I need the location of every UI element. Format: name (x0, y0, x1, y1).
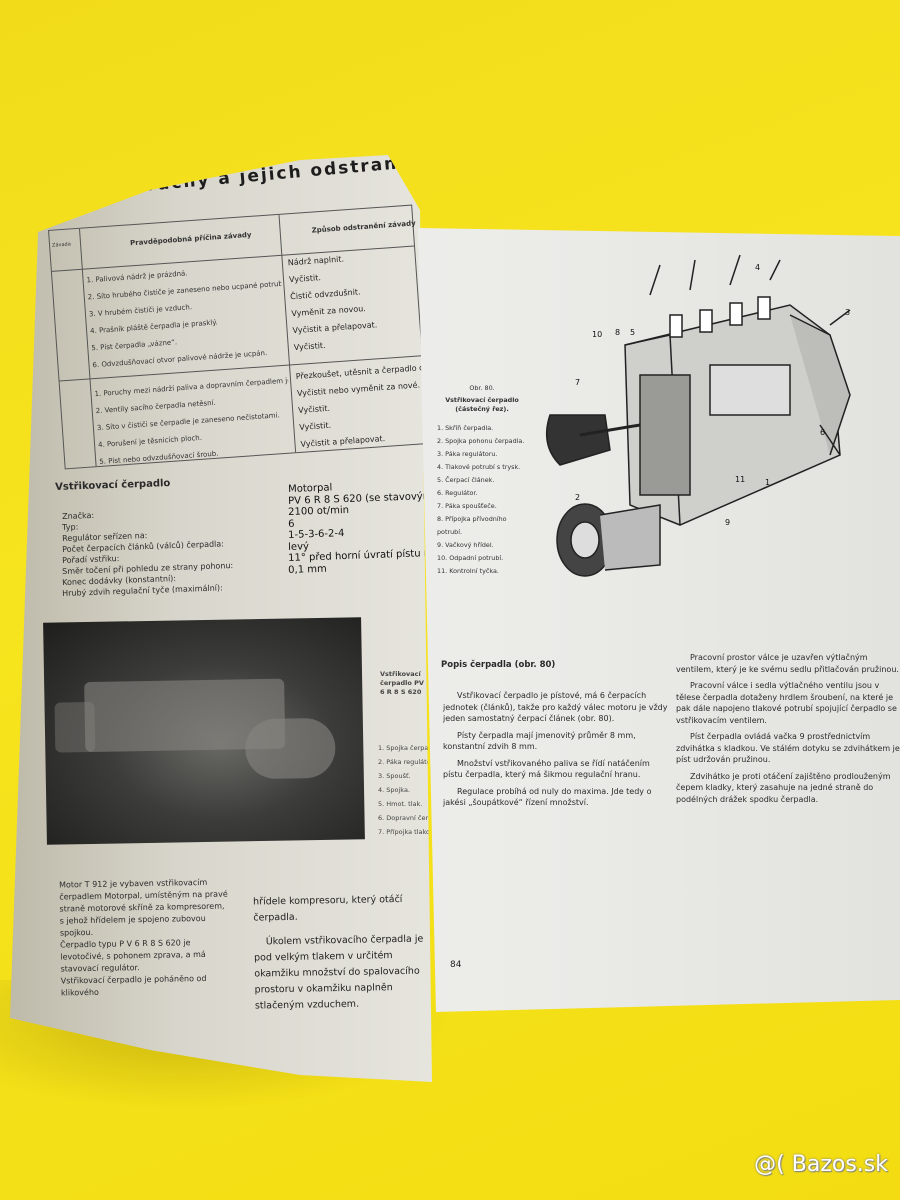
table-header: Závada (51, 241, 72, 249)
table-cell-remedy: Vyčistit a přelapovat. (300, 433, 386, 449)
table-cell-remedy: Čistič odvzdušnit. (289, 287, 361, 302)
callout-label: 6 (820, 428, 825, 437)
table-cell-remedy: Nádrž naplnit. (287, 254, 345, 268)
paragraph: Úkolem vstřikovacího čerpadla je pod vel… (253, 933, 424, 1012)
table-cell-remedy: Vyměnit za novou. (291, 304, 367, 319)
legend-item: 11. Kontrolní tyčka. (437, 567, 499, 575)
table-cell-remedy: Vyčistit. (288, 273, 322, 285)
spec-value: 6 (288, 518, 295, 530)
pump-diagram: 1 2 3 4 5 6 7 8 9 10 11 (545, 255, 851, 577)
callout-label: 3 (845, 308, 850, 317)
column-2: Pracovní prostor válce je uzavřen výtlač… (676, 652, 900, 810)
section-heading: Vstřikovací čerpadlo (55, 477, 171, 493)
callout-label: 5 (630, 328, 635, 337)
pump-photo (43, 617, 365, 845)
table-header: Pravděpodobná příčina závady (129, 230, 252, 248)
spec-value: levý (288, 540, 310, 553)
paragraph: Písty čerpadla mají jmenovitý průměr 8 m… (443, 730, 636, 752)
photo-caption-item: 5. Hmot. tlak. (378, 800, 423, 808)
legend-item: 3. Páka regulátoru. (437, 450, 498, 458)
photo-caption-item: 4. Spojka. (378, 786, 411, 794)
spec-label: Pořadí vstřiku: (62, 554, 120, 565)
spec-value: 0,1 mm (288, 563, 327, 576)
legend-item: 1. Skříň čerpadla. (437, 424, 494, 432)
callout-label: 4 (755, 263, 760, 272)
spec-value: 2100 ot/min (288, 504, 350, 518)
photo-caption-item: 3. Spoušť. (378, 772, 411, 780)
legend-item: 9. Vačkový hřídel. (437, 541, 494, 549)
body-text: Motor T 912 je vybaven vstřikovacím čerp… (59, 877, 231, 1000)
watermark: @( Bazos.sk (754, 1152, 888, 1177)
column-1: Vstřikovací čerpadlo je pístové, má 6 če… (443, 690, 668, 814)
paragraph: Vstřikovací čerpadlo je pístové, má 6 če… (443, 691, 668, 723)
table-cell-remedy: Vyčistit. (299, 420, 332, 432)
legend-item: 5. Čerpací článek. (437, 476, 495, 484)
figure-legend: Obr. 80. Vstřikovací čerpadlo (částečný … (437, 384, 527, 578)
paragraph: Pracovní prostor válce je uzavřen výtlač… (676, 653, 899, 674)
callout-label: 7 (575, 378, 580, 387)
photo-caption-item: 6. Dopravní čerpadlo. (378, 814, 449, 822)
table-cell-remedy: Vyčistit a přelapovat. (292, 320, 378, 336)
paragraph: Motor T 912 je vybaven vstřikovacím čerp… (58, 877, 228, 938)
callout-label: 1 (765, 478, 770, 487)
section-heading: Popis čerpadla (obr. 80) (441, 660, 556, 670)
legend-item: 8. Přípojka přívodního potrubí. (437, 515, 507, 536)
legend-item: 7. Páka spoušťeče. (437, 502, 497, 510)
photo-caption-item: 1. Spojka čerpadla. (378, 744, 441, 752)
table-cell-remedy: Vyčistit. (293, 340, 326, 353)
paragraph: hřídele kompresoru, který otáčí čerpadla… (253, 893, 403, 924)
table-cell-cause: 5. Píst nebo odvzdušňovací šroub. (99, 449, 219, 466)
spec-label: Typ: (62, 522, 79, 532)
photo-caption-title: Vstřikovací čerpadlo PV 6 R 8 S 620 (380, 670, 424, 696)
table-cell-remedy: Vyčistit nebo vyměnit za nové. (296, 380, 421, 399)
page-title: Poruchy a jejich odstranění (118, 150, 435, 198)
callout-label: 9 (725, 518, 730, 527)
paragraph: Čerpadlo typu P V 6 R 8 S 620 je levotoč… (60, 938, 206, 974)
callout-label: 8 (615, 328, 620, 337)
spec-value: 1-5-3-6-2-4 (288, 528, 345, 541)
figure-title: Vstřikovací čerpadlo (částečný řez). (445, 396, 519, 413)
body-text: hřídele kompresoru, který otáčí čerpadla… (253, 891, 430, 1014)
table-header: Způsob odstranění závady (311, 219, 416, 235)
page-number: 84 (450, 960, 462, 970)
troubleshooting-table: Závada Pravděpodobná příčina závady Způs… (48, 204, 432, 470)
paragraph: Zdvihátko je proti otáčení zajištěno pro… (676, 771, 891, 804)
figure-number: Obr. 80. (469, 384, 495, 392)
table-cell-remedy: Vyčistit. (297, 403, 331, 415)
paragraph: Množství vstřikovaného paliva se řídí na… (443, 758, 650, 780)
paragraph: Vstřikovací čerpadlo je poháněno od klik… (60, 973, 207, 998)
callout-label: 2 (575, 493, 580, 502)
paragraph: Píst čerpadla ovládá vačka 9 prostřednic… (676, 732, 900, 764)
photo-caption-item: 7. Přípojka tlakového potrubí. (378, 828, 474, 836)
legend-item: 4. Tlakové potrubí s trysk. (437, 463, 521, 471)
spec-value: Motorpal (288, 482, 333, 495)
callout-label: 11 (735, 475, 745, 484)
paragraph: Pracovní válce i sedla výtlačného ventil… (676, 681, 897, 725)
legend-item: 6. Regulátor. (437, 489, 478, 497)
callout-label: 10 (592, 330, 602, 339)
photo-caption-item: 2. Páka regulátoru. (378, 758, 440, 766)
spec-label: Značka: (62, 510, 95, 521)
spec-label: Regulátor seřízen na: (62, 531, 148, 543)
legend-item: 10. Odpadní potrubí. (437, 554, 504, 562)
paragraph: Regulace probíhá od nuly do maxima. Jde … (443, 786, 652, 808)
legend-item: 2. Spojka pohonu čerpadla. (437, 437, 525, 445)
